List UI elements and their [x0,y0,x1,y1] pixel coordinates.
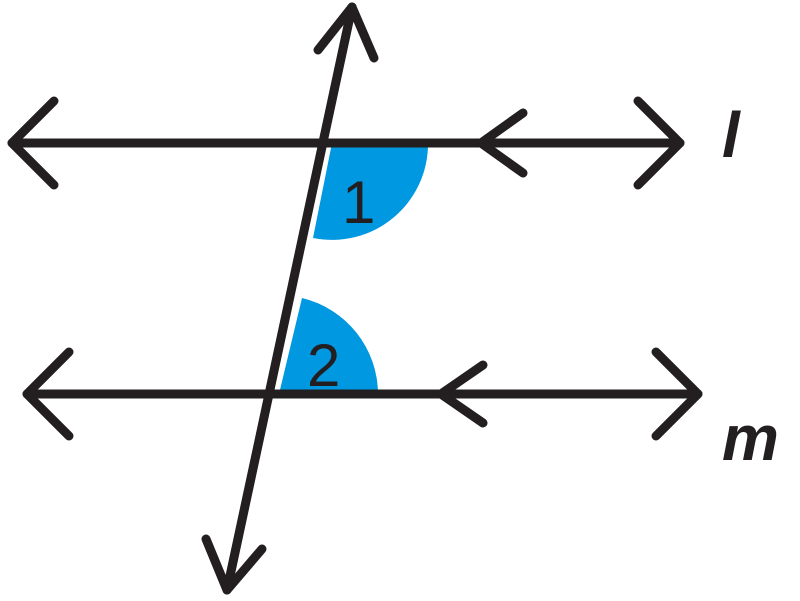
line-l-left-arrowhead [7,96,59,190]
line-l-right-arrowhead [633,96,685,190]
line-m-left-arrowhead [22,347,74,441]
transversal-line [222,2,357,595]
angle-1-sector [313,143,429,240]
line-l-parallel-marker [476,108,528,178]
line-m-label: m [722,402,779,474]
angle-2-label: 2 [307,332,340,399]
line-m-right-arrowhead [651,347,703,441]
angle-2-sector [279,298,378,394]
line-m-parallel-marker [436,360,488,428]
transversal-top-arrowhead [313,2,379,63]
line-l-label: l [722,99,741,171]
angle-1-label: 1 [342,169,375,236]
transversal-bottom-arrowhead [201,534,267,595]
